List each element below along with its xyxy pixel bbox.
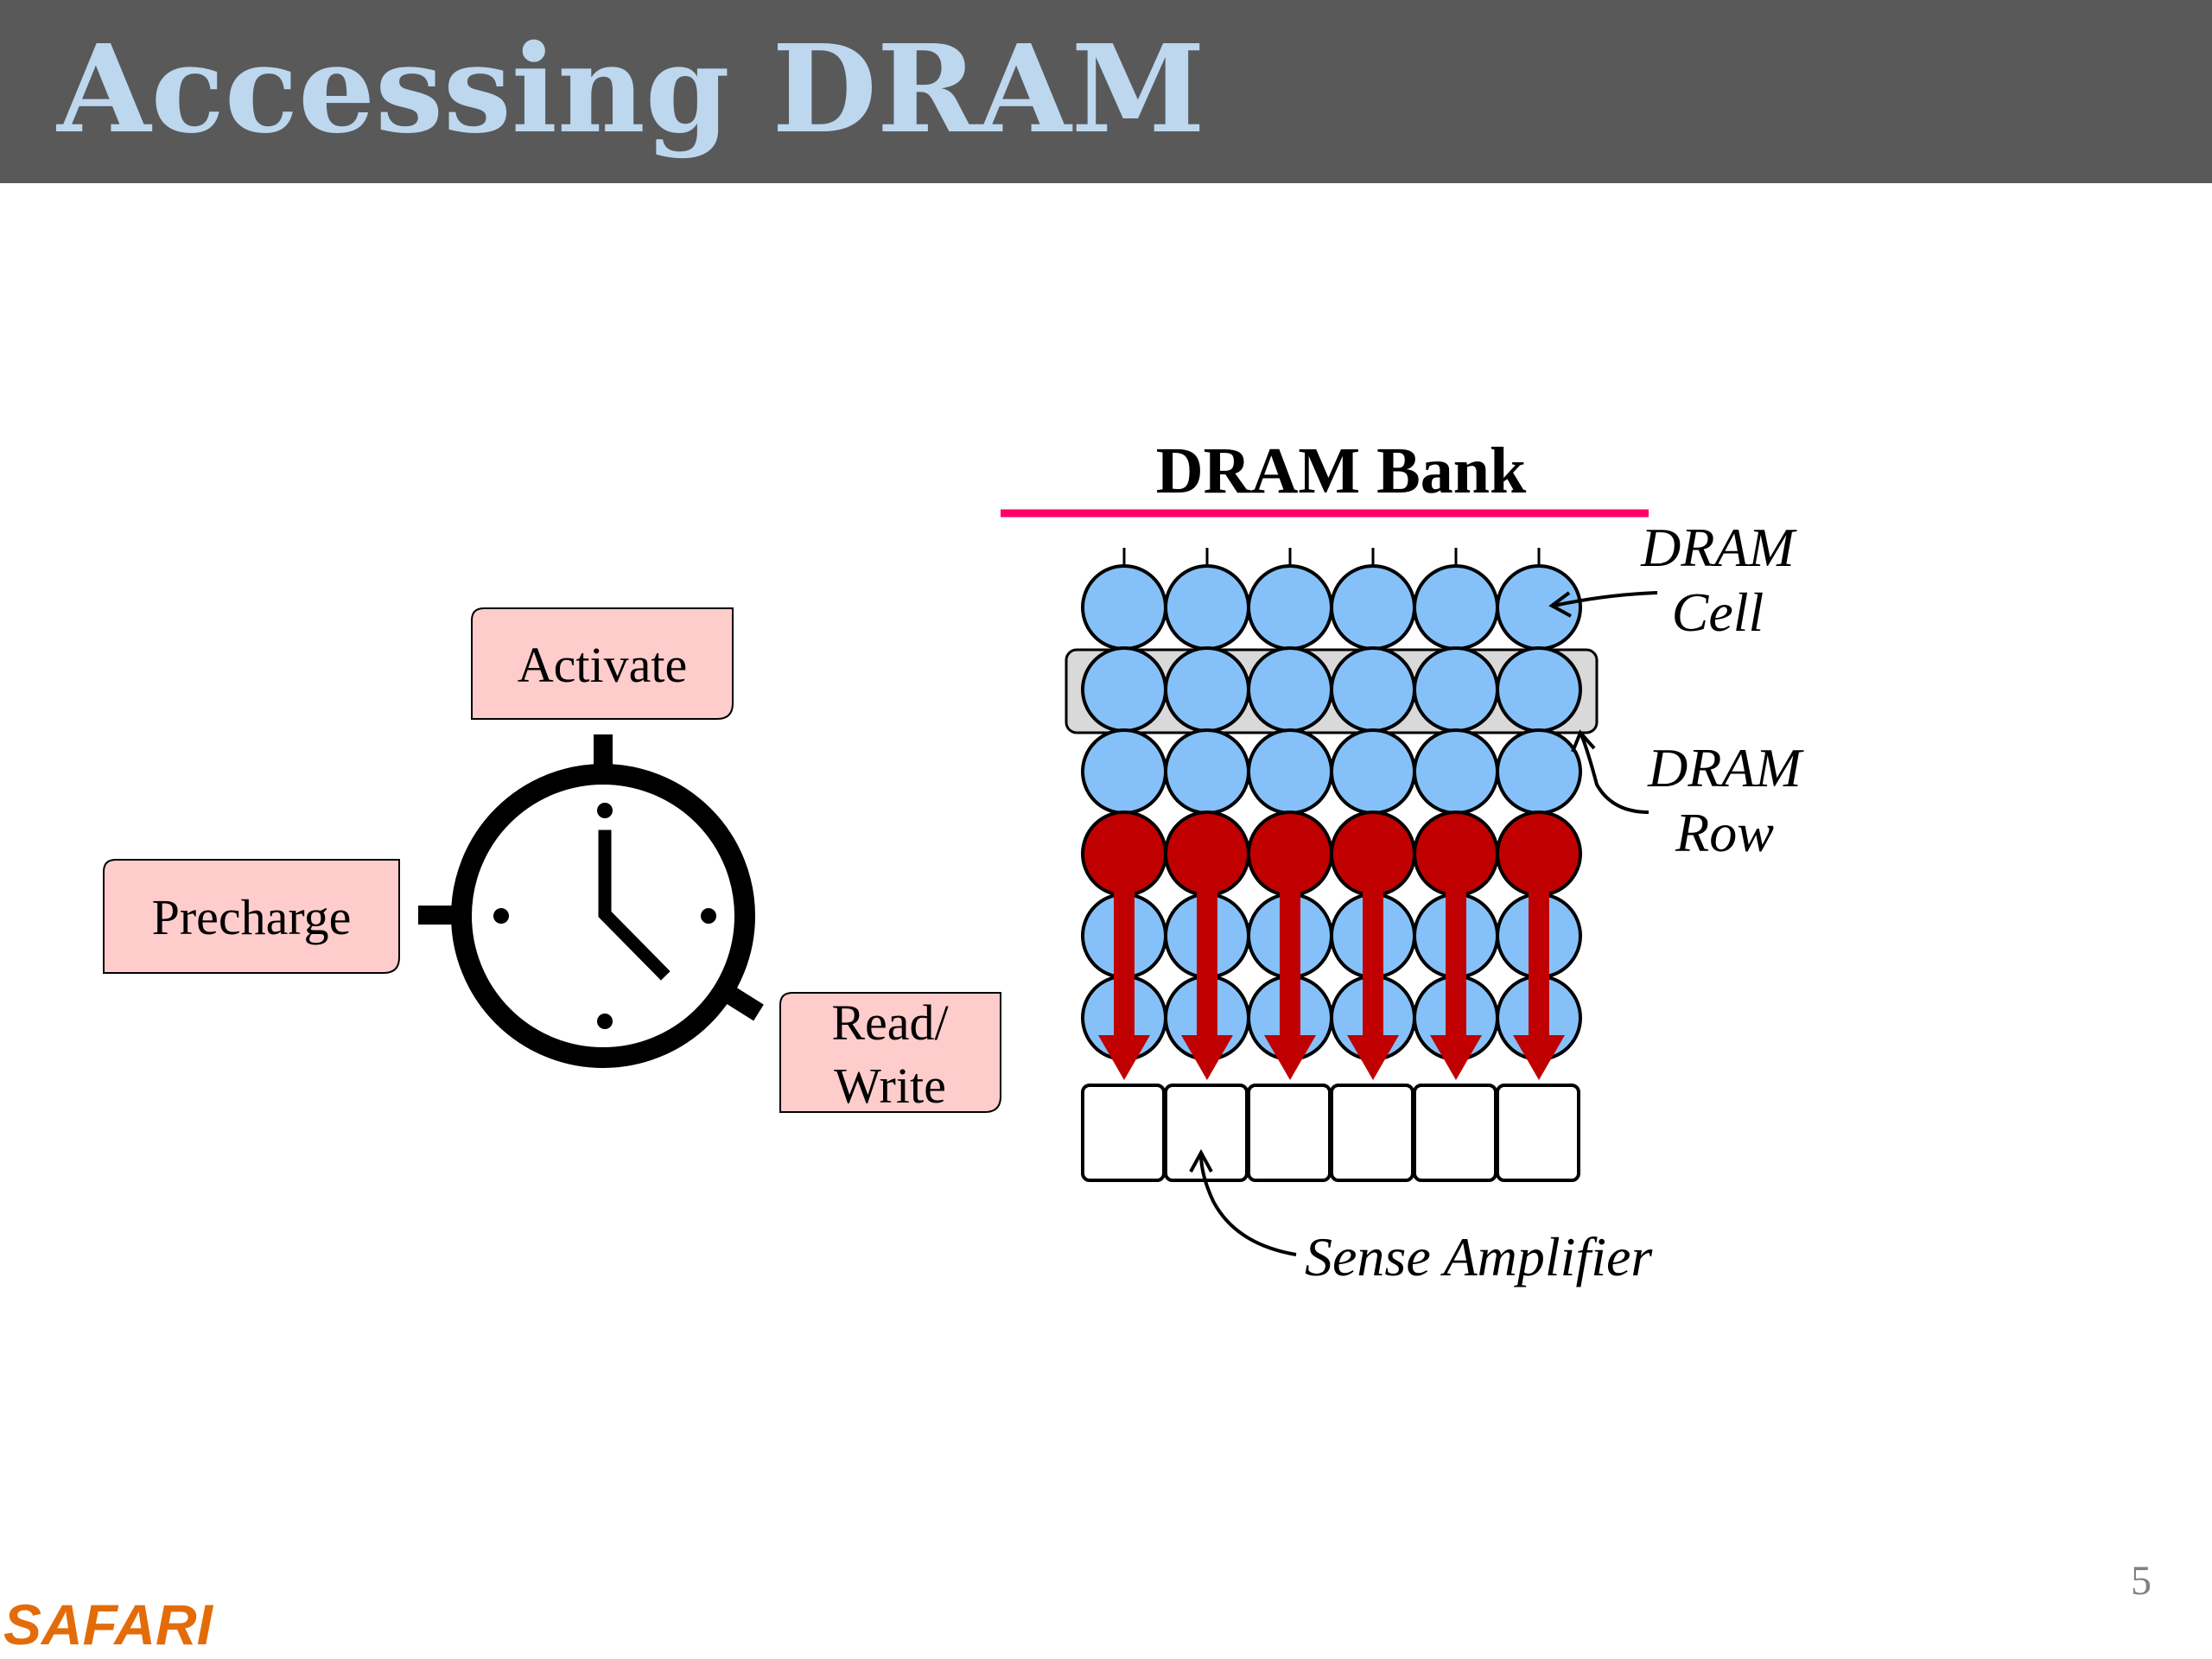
row-transfer-arrow-head: [1430, 1035, 1482, 1080]
sense-amplifier-pointer-arrow: [1189, 1148, 1297, 1256]
dram-cell: [1330, 646, 1416, 733]
sense-amplifier-box: [1413, 1084, 1497, 1182]
dram-cell: [1081, 646, 1167, 733]
row-transfer-arrow-shaft: [1114, 880, 1135, 1037]
dram-cell-pointer-arrow: [1548, 591, 1658, 618]
row-transfer-arrow-shaft: [1529, 880, 1549, 1037]
dram-cell-label-line1: DRAM: [1640, 517, 1797, 578]
stopwatch-dot-12: [597, 803, 613, 818]
dram-cell: [1164, 564, 1250, 651]
sense-amplifier-row: [1081, 1084, 1580, 1182]
title-bar: Accessing DRAM: [0, 0, 2212, 183]
sense-amplifier-box: [1164, 1084, 1249, 1182]
dram-cell: [1247, 646, 1333, 733]
dram-cell: [1164, 646, 1250, 733]
sense-amplifier-box: [1330, 1084, 1414, 1182]
sense-amplifier-box: [1247, 1084, 1332, 1182]
sense-amplifier-box: [1496, 1084, 1580, 1182]
stopwatch-top-button: [594, 734, 613, 766]
dram-cell: [1413, 646, 1499, 733]
dram-row-label-line1: DRAM: [1647, 737, 1804, 798]
row-transfer-arrow-head: [1181, 1035, 1233, 1080]
dram-cell: [1330, 728, 1416, 815]
dram-bank-title: DRAM Bank: [1156, 435, 1527, 507]
row-transfer-arrow-head: [1513, 1035, 1565, 1080]
row-transfer-arrows: [1098, 880, 1565, 1080]
dram-cell: [1330, 564, 1416, 651]
page-number: 5: [2131, 1558, 2152, 1604]
dram-cell: [1247, 564, 1333, 651]
sense-amplifier-label: Sense Amplifier: [1305, 1226, 1653, 1287]
stopwatch-dot-9: [493, 908, 509, 924]
bitline-ticks: [1122, 548, 1541, 567]
row-transfer-arrow-head: [1347, 1035, 1399, 1080]
stopwatch-hands: [598, 830, 671, 981]
activate-label-box: Activate: [471, 607, 734, 720]
slide-title: Accessing DRAM: [57, 19, 1205, 161]
read-write-label-line1: Read/: [831, 995, 949, 1051]
row-transfer-arrow-shaft: [1280, 880, 1300, 1037]
precharge-label: Precharge: [152, 889, 352, 945]
dram-cell: [1496, 728, 1582, 815]
dram-cell: [1496, 646, 1582, 733]
dram-cell: [1081, 564, 1167, 651]
dram-row-label-line2: Row: [1675, 802, 1774, 863]
dram-cell-label-line2: Cell: [1672, 582, 1764, 643]
stopwatch-dot-6: [597, 1014, 613, 1029]
dram-cell: [1413, 728, 1499, 815]
row-transfer-arrow-shaft: [1197, 880, 1217, 1037]
row-transfer-arrow-head: [1264, 1035, 1316, 1080]
read-write-label-line2: Write: [834, 1058, 946, 1114]
row-transfer-arrow-head: [1098, 1035, 1150, 1080]
row-transfer-arrow-shaft: [1363, 880, 1383, 1037]
row-transfer-arrow-shaft: [1446, 880, 1466, 1037]
stopwatch-icon: [418, 734, 764, 1068]
dram-cell-grid: [1081, 564, 1582, 1061]
dram-cell: [1081, 728, 1167, 815]
dram-cell: [1496, 564, 1582, 651]
sense-amplifier-box: [1081, 1084, 1166, 1182]
dram-cell: [1164, 728, 1250, 815]
stopwatch-dot-3: [701, 908, 716, 924]
safari-brand-logo: SAFARI: [3, 1592, 213, 1656]
dram-cell: [1247, 728, 1333, 815]
dram-cell: [1413, 564, 1499, 651]
dram-row-pointer-arrow: [1571, 729, 1649, 814]
activate-label: Activate: [518, 637, 687, 693]
read-write-label-box: Read/ Write: [779, 992, 1001, 1114]
precharge-label-box: Precharge: [103, 859, 400, 974]
